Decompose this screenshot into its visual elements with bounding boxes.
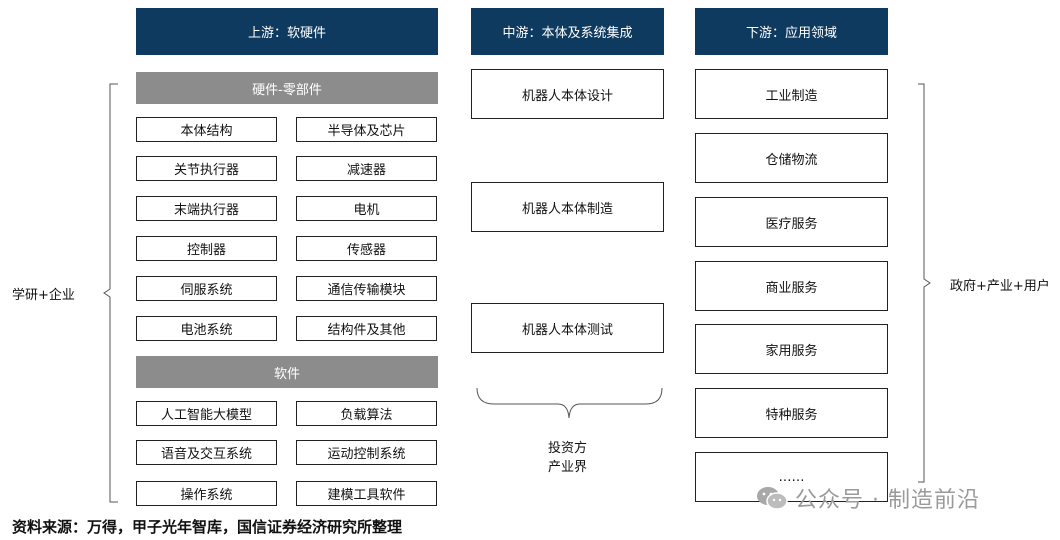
header-downstream-label: 下游：应用领域 — [745, 26, 837, 41]
downstream-item: 仓储物流 — [695, 133, 888, 183]
right-label: 政府+产业+用户 — [950, 279, 1050, 294]
software-section-title: 软件 — [136, 356, 438, 388]
watermark-text: 公众号 · 制造前沿 — [795, 488, 980, 513]
mid-brace — [476, 387, 663, 419]
software-item: 语音及交互系统 — [136, 440, 277, 465]
hardware-section-title: 硬件-零部件 — [136, 72, 438, 104]
header-upstream: 上游：软硬件 — [136, 8, 438, 55]
hardware-item: 传感器 — [296, 236, 437, 261]
hardware-item-label: 传感器 — [346, 243, 386, 258]
wechat-icon — [755, 484, 789, 512]
software-item: 人工智能大模型 — [136, 401, 277, 426]
header-midstream: 中游：本体及系统集成 — [471, 8, 664, 55]
midstream-item-label: 机器人本体设计 — [521, 88, 613, 104]
hardware-item-label: 结构件及其他 — [327, 323, 406, 338]
software-item: 运动控制系统 — [296, 440, 437, 465]
downstream-item: …… — [695, 452, 888, 502]
hardware-item-label: 末端执行器 — [173, 203, 239, 218]
downstream-item: 商业服务 — [695, 261, 888, 311]
software-item-label: 负载算法 — [340, 408, 393, 423]
right-bracket — [918, 83, 931, 483]
hardware-item: 本体结构 — [136, 117, 277, 142]
header-upstream-label: 上游：软硬件 — [247, 26, 326, 41]
header-midstream-label: 中游：本体及系统集成 — [502, 26, 633, 41]
brace-label-industry: 产业界 — [548, 460, 588, 475]
hardware-item: 减速器 — [296, 156, 437, 181]
software-title-label: 软件 — [273, 366, 300, 382]
software-item: 操作系统 — [136, 481, 277, 506]
hardware-item: 半导体及芯片 — [296, 117, 437, 142]
midstream-item: 机器人本体设计 — [471, 69, 664, 119]
left-bracket — [103, 83, 118, 503]
midstream-item: 机器人本体制造 — [471, 182, 664, 232]
software-item: 建模工具软件 — [296, 481, 437, 506]
hardware-title-label: 硬件-零部件 — [252, 82, 322, 98]
hardware-item: 电机 — [296, 196, 437, 221]
hardware-item-label: 控制器 — [186, 243, 226, 258]
hardware-item-label: 关节执行器 — [173, 163, 239, 178]
midstream-item-label: 机器人本体制造 — [521, 201, 613, 217]
hardware-item: 结构件及其他 — [296, 316, 437, 341]
downstream-item-label: 医疗服务 — [765, 216, 818, 232]
hardware-item: 伺服系统 — [136, 276, 277, 301]
downstream-item-label: 仓储物流 — [765, 152, 818, 168]
hardware-item-label: 半导体及芯片 — [327, 124, 406, 139]
hardware-item: 关节执行器 — [136, 156, 277, 181]
software-item-label: 操作系统 — [180, 488, 233, 503]
software-item: 负载算法 — [296, 401, 437, 426]
downstream-item-label: 工业制造 — [765, 88, 818, 104]
hardware-item-label: 电池系统 — [180, 323, 233, 338]
hardware-item-label: 电机 — [353, 203, 380, 218]
hardware-item-label: 通信传输模块 — [327, 283, 406, 298]
downstream-item: 工业制造 — [695, 69, 888, 119]
watermark: 公众号 · 制造前沿 — [755, 482, 980, 514]
downstream-item-label: 特种服务 — [765, 407, 818, 423]
downstream-item-label: 商业服务 — [765, 280, 818, 296]
software-item-label: 人工智能大模型 — [160, 408, 252, 423]
hardware-item-label: 本体结构 — [180, 124, 233, 139]
hardware-item: 通信传输模块 — [296, 276, 437, 301]
software-item-label: 运动控制系统 — [327, 447, 406, 462]
software-item-label: 建模工具软件 — [327, 488, 406, 503]
hardware-item-label: 减速器 — [346, 163, 386, 178]
hardware-item-label: 伺服系统 — [180, 283, 233, 298]
software-item-label: 语音及交互系统 — [160, 447, 252, 462]
hardware-item: 控制器 — [136, 236, 277, 261]
midstream-item: 机器人本体测试 — [471, 303, 664, 353]
header-downstream: 下游：应用领域 — [695, 8, 888, 55]
downstream-item: 医疗服务 — [695, 197, 888, 247]
downstream-item-label: …… — [778, 469, 805, 485]
midstream-item-label: 机器人本体测试 — [521, 322, 613, 338]
downstream-item-label: 家用服务 — [765, 343, 818, 359]
source-note: 资料来源：万得，甲子光年智库，国信证券经济研究所整理 — [12, 518, 403, 536]
left-label: 学研+企业 — [12, 288, 75, 303]
hardware-item: 末端执行器 — [136, 196, 277, 221]
downstream-item: 特种服务 — [695, 388, 888, 438]
downstream-item: 家用服务 — [695, 324, 888, 374]
brace-label-investors: 投资方 — [548, 441, 588, 456]
hardware-item: 电池系统 — [136, 316, 277, 341]
